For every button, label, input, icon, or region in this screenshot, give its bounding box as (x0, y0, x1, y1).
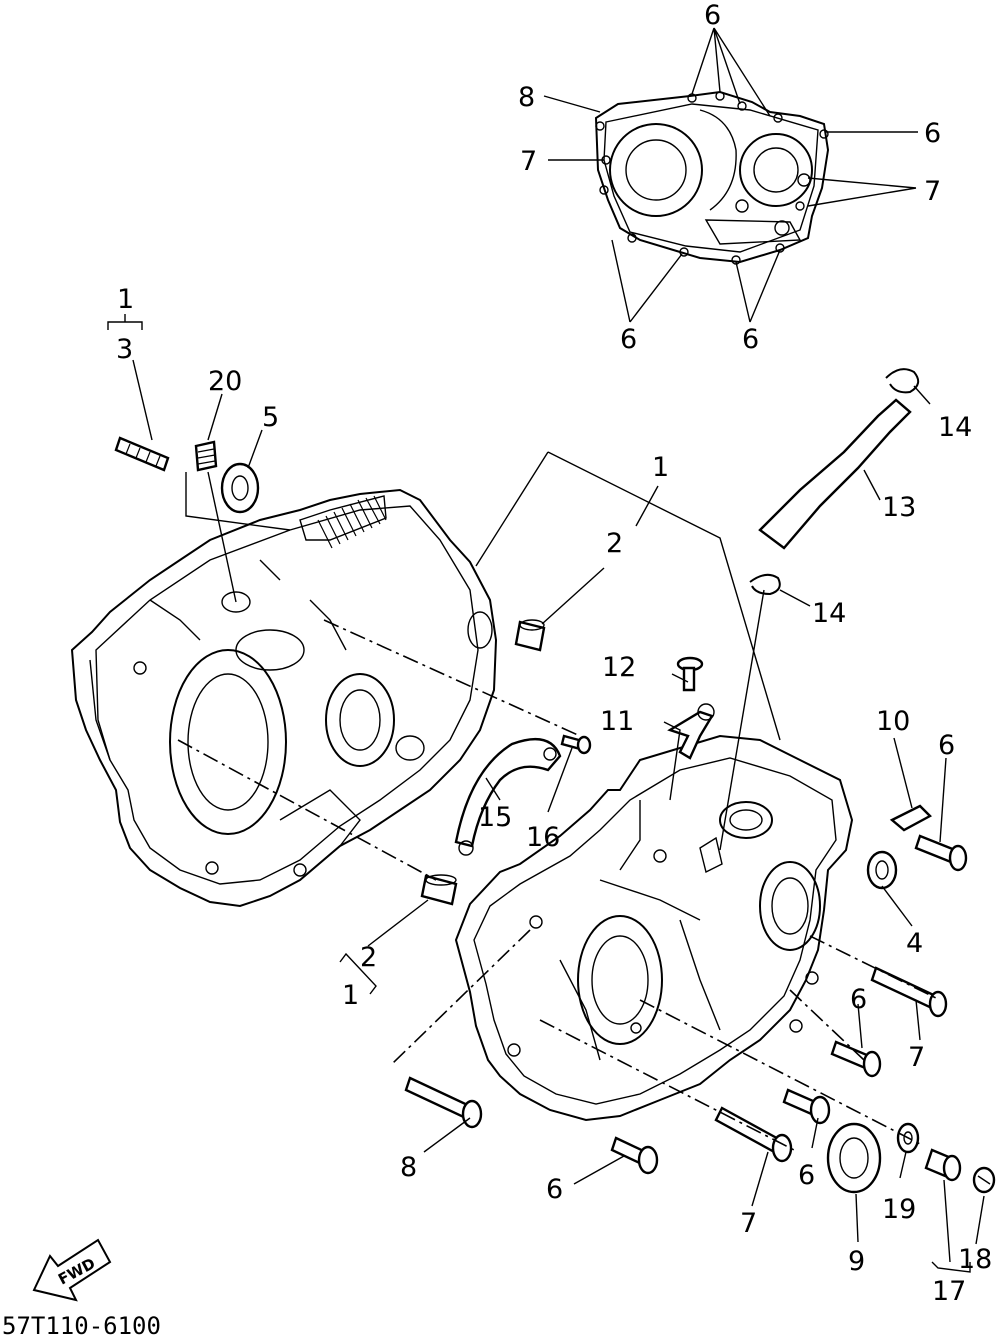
screw-16 (560, 734, 592, 755)
callout-6e: 6 (938, 730, 955, 761)
hose-clip-14-bottom (749, 573, 781, 596)
callout-top-6d: 6 (742, 324, 759, 355)
breather-hose-13 (758, 398, 912, 550)
bracket-11 (667, 703, 715, 760)
hose-clip-14-top (885, 368, 920, 394)
callout-6h: 6 (798, 1160, 815, 1191)
screw-18 (972, 1166, 996, 1194)
bolt-6-bottom (610, 1136, 659, 1175)
callout-14a: 14 (938, 412, 972, 443)
callout-7a: 7 (908, 1042, 925, 1073)
oil-seal-5 (220, 462, 260, 514)
callout-8: 8 (400, 1152, 417, 1183)
clamp-10 (889, 804, 932, 832)
cover-plate-15 (454, 737, 562, 856)
callout-13: 13 (882, 492, 916, 523)
callout-19: 19 (882, 1194, 916, 1225)
callout-4: 4 (906, 928, 923, 959)
bolt-6-clamp (914, 834, 968, 872)
callout-10: 10 (876, 706, 910, 737)
callout-7b: 7 (740, 1208, 757, 1239)
callout-2b: 2 (360, 942, 377, 973)
callout-11: 11 (600, 706, 634, 737)
diagram-code: 57T110-6100 (2, 1312, 161, 1338)
callout-6f: 6 (850, 984, 867, 1015)
callout-1b: 1 (652, 452, 669, 483)
screw-12 (676, 656, 704, 692)
callout-16: 16 (526, 822, 560, 853)
callout-9: 9 (848, 1246, 865, 1277)
callout-5: 5 (262, 402, 279, 433)
callout-top-8: 8 (518, 82, 535, 113)
crankcase-bolt-pattern-inset (543, 27, 918, 323)
callout-1c: 1 (342, 980, 359, 1011)
callout-12: 12 (602, 652, 636, 683)
fwd-arrow-icon: FWD (32, 1238, 112, 1302)
dowel-pin-2-lower (420, 874, 458, 906)
plug-20 (194, 440, 218, 472)
bolt-7-right (870, 966, 948, 1018)
callout-1a: 1 (117, 284, 134, 315)
callout-2a: 2 (606, 528, 623, 559)
callout-top-6a: 6 (704, 0, 721, 31)
left-crankcase-half (70, 488, 498, 908)
callout-20: 20 (208, 366, 242, 397)
callout-18: 18 (958, 1244, 992, 1275)
oil-seal-9 (826, 1122, 882, 1194)
callout-14b: 14 (812, 598, 846, 629)
callout-top-6c: 6 (620, 324, 637, 355)
callout-6g: 6 (546, 1174, 563, 1205)
alignment-lines (177, 619, 941, 1153)
cylinder-fins (317, 495, 387, 549)
right-crankcase-half (454, 734, 854, 1122)
drain-plug-17 (924, 1148, 962, 1182)
bolt-8-bottom (404, 1076, 483, 1129)
bolt-6-bottom-right (782, 1088, 831, 1125)
oil-seal-4 (866, 850, 898, 890)
callout-top-7a: 7 (520, 146, 537, 177)
callout-top-6b: 6 (924, 118, 941, 149)
callout-17: 17 (932, 1276, 966, 1307)
callout-3: 3 (116, 334, 133, 365)
bolt-6-right (830, 1040, 882, 1078)
callout-15: 15 (478, 802, 512, 833)
dowel-pin-3 (114, 436, 170, 472)
dowel-pin-2-upper (514, 619, 546, 652)
callout-labels: 6 8 6 7 7 6 6 1 3 20 5 1 2 14 13 14 12 1… (116, 0, 992, 1307)
callout-top-7b: 7 (924, 176, 941, 207)
leader-lines (107, 314, 985, 1273)
